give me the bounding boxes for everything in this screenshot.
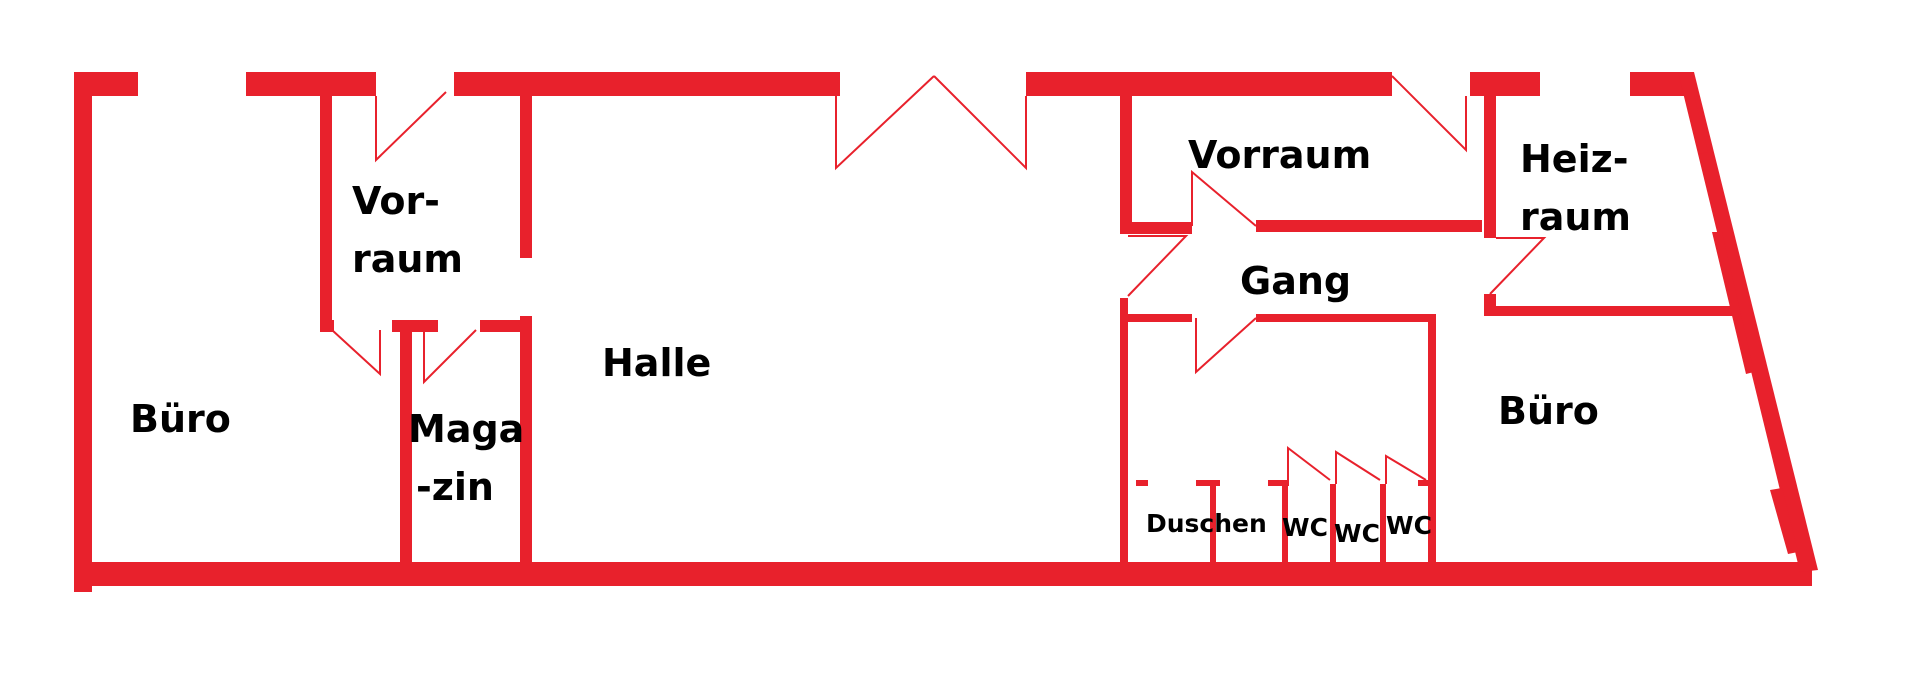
label-vorraum-left-line2: raum (352, 237, 463, 281)
outer-wall-top-3 (454, 72, 840, 96)
label-gang: Gang (1240, 259, 1351, 303)
wall-heizraum-bottom (1484, 306, 1738, 316)
door-heizraum (1489, 237, 1547, 295)
label-vorraum-right: Vorraum (1188, 133, 1371, 177)
label-duschen: Duschen (1146, 509, 1267, 538)
door-gang-sanitary (1195, 317, 1257, 375)
window-right-3 (1770, 488, 1798, 554)
label-magazin-line2: -zin (416, 465, 494, 509)
window-right-2 (1712, 232, 1754, 374)
wall-vorraum-right-bottom (520, 316, 532, 566)
label-buero-left: Büro (130, 397, 231, 441)
door-halle-top-left (835, 75, 935, 171)
label-wc-3: WC (1386, 511, 1432, 540)
door-vorraum-gang (1191, 169, 1257, 227)
label-buero-right: Büro (1498, 389, 1599, 433)
wall-vorraum-right-bottom-a (1120, 222, 1192, 234)
door-wc-1 (1287, 445, 1331, 486)
outer-wall-left (74, 72, 92, 592)
wall-wc1-left (1282, 486, 1288, 566)
wall-vorraum-right-top (520, 92, 532, 258)
door-halle-top-right (933, 75, 1027, 171)
wall-wc3-right-cap (1418, 480, 1432, 486)
walls (74, 72, 1818, 592)
wall-duschen-divider (1210, 480, 1216, 566)
wall-gang-left-top (1120, 298, 1128, 318)
wall-wc3-left (1380, 484, 1386, 566)
outer-wall-right (1678, 72, 1818, 572)
door-vorraum-left-top (375, 91, 447, 163)
label-vorraum-left-line1: Vor- (352, 179, 440, 223)
wall-vorraum-left-side (320, 92, 332, 332)
door-magazin (423, 329, 477, 385)
wall-sanitary-top-a (1120, 314, 1192, 322)
label-wc-2: WC (1334, 519, 1380, 548)
door-wc-3 (1385, 454, 1427, 484)
wall-heizraum-left-top (1484, 92, 1496, 238)
door-vorraum-left-bottom (331, 329, 381, 377)
outer-wall-bottom (74, 562, 1812, 586)
wall-sanitary-right (1428, 314, 1436, 566)
label-halle: Halle (602, 341, 711, 385)
label-magazin-line1: Maga (408, 407, 524, 451)
wall-vorraum-right-left (1120, 92, 1132, 234)
wall-vorraum-right-bottom-b (1256, 220, 1482, 232)
room-labels: Büro Vor- raum Maga -zin Halle Vorraum H… (130, 133, 1631, 548)
outer-wall-top-5 (1470, 72, 1540, 96)
wall-vorraum-bottom-1 (392, 320, 438, 332)
outer-wall-top-4 (1026, 72, 1392, 96)
label-heizraum-line2: raum (1520, 195, 1631, 239)
door-swings (331, 75, 1547, 486)
wall-vorraum-bottom-2 (480, 320, 532, 332)
outer-wall-top-6 (1630, 72, 1688, 96)
wall-sanitary-left (1120, 314, 1128, 566)
door-vorraum-right-outside (1391, 75, 1467, 153)
wall-duschen-divider-cap (1196, 480, 1220, 486)
wall-magazin-left (400, 320, 412, 566)
wall-sanitary-top-b (1256, 314, 1436, 322)
window-right-1 (1686, 96, 1708, 154)
wall-wc2-left (1330, 484, 1336, 566)
door-halle-gang (1127, 235, 1189, 297)
label-heizraum-line1: Heiz- (1520, 137, 1629, 181)
outer-wall-top-2 (246, 72, 376, 96)
door-wc-2 (1335, 450, 1381, 484)
wall-wc1-left-cap (1268, 480, 1288, 486)
label-wc-1: WC (1282, 513, 1328, 542)
wall-vorraum-left-bottom (320, 320, 334, 332)
wall-duschen-left-stub (1136, 480, 1148, 486)
